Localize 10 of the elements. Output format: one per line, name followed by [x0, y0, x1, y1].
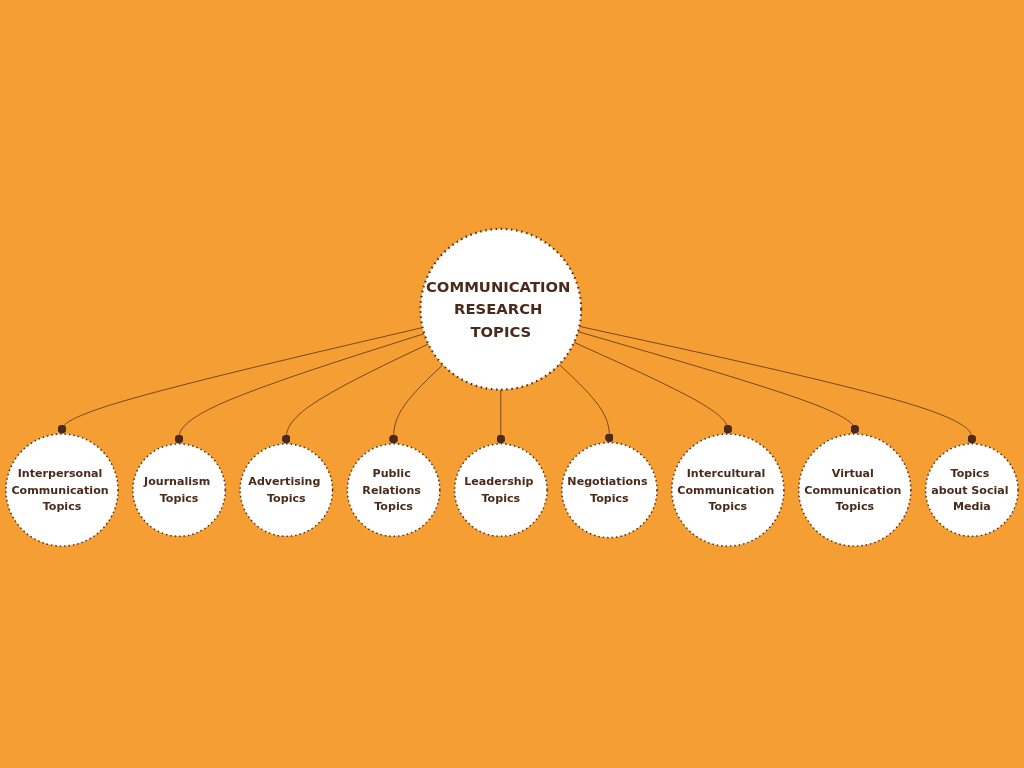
- node-circle: Journalism Topics: [132, 443, 227, 538]
- node-circle: Leadership Topics: [453, 443, 548, 538]
- node-circle: Negotiations Topics: [561, 442, 658, 539]
- node-circle: Interpersonal Communication Topics: [5, 433, 119, 548]
- node-circle: Intercultural Communication Topics: [671, 433, 785, 548]
- node-circle: Virtual Communication Topics: [797, 433, 912, 548]
- node-circle: Public Relations Topics: [346, 443, 441, 538]
- node-circle: Advertising Topics: [239, 443, 334, 538]
- node-circle: COMMUNICATION RESEARCH TOPICS: [419, 228, 583, 392]
- node-circle: Topics about Social Media: [924, 443, 1019, 538]
